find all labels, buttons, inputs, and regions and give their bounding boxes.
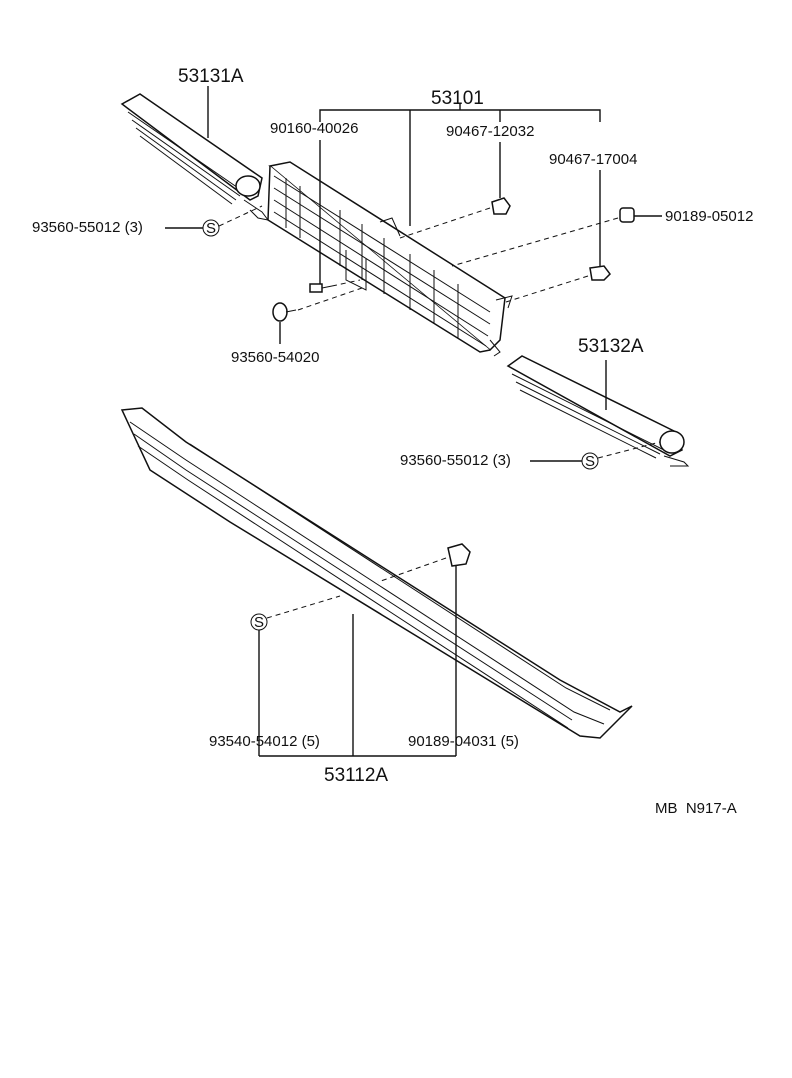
- dash-nut-12032: [399, 207, 491, 239]
- grille-53101: [267, 161, 513, 357]
- label-90467-17004: 90467-17004: [549, 151, 637, 168]
- clip-s-left: S: [206, 220, 216, 237]
- dash-clip-lower: [266, 595, 341, 619]
- dash-nut-17004: [505, 275, 589, 303]
- label-53131A: 53131A: [178, 66, 244, 87]
- dash-nut-04031: [377, 557, 447, 583]
- clip-s-right: S: [585, 453, 595, 470]
- label-93540-54012: 93540-54012 (5): [209, 733, 320, 750]
- label-93560-55012-right: 93560-55012 (3): [400, 452, 511, 469]
- screw-90160: [309, 283, 333, 293]
- molding-53131A: [120, 93, 270, 221]
- bracket-53101: [319, 109, 601, 122]
- nut-90467-17004: [589, 265, 611, 281]
- dash-screw-54020: [297, 287, 363, 311]
- label-90467-12032: 90467-12032: [446, 123, 534, 140]
- clip-s-lower: S: [254, 614, 264, 631]
- label-53112A: 53112A: [324, 765, 388, 786]
- molding-53132A: [506, 355, 690, 467]
- label-90189-05012: 90189-05012: [665, 208, 753, 225]
- nut-90189-04031: [447, 543, 471, 567]
- dash-clip-left: [218, 205, 263, 227]
- label-93560-54020: 93560-54020: [231, 349, 319, 366]
- dash-screw-90160: [331, 279, 361, 287]
- molding-53112A: [120, 407, 633, 739]
- label-53101: 53101: [431, 88, 484, 109]
- retainer-90189-05012: [619, 207, 635, 223]
- diagram-code: MB N917-A: [655, 800, 737, 817]
- screw-93560-54020: [272, 302, 297, 322]
- dash-retainer-05012: [451, 217, 619, 267]
- nut-90467-12032: [491, 197, 511, 215]
- dash-clip-right: [597, 441, 661, 459]
- label-90189-04031: 90189-04031 (5): [408, 733, 519, 750]
- label-90160-40026: 90160-40026: [270, 120, 358, 137]
- label-93560-55012-left: 93560-55012 (3): [32, 219, 143, 236]
- label-53132A: 53132A: [578, 336, 644, 357]
